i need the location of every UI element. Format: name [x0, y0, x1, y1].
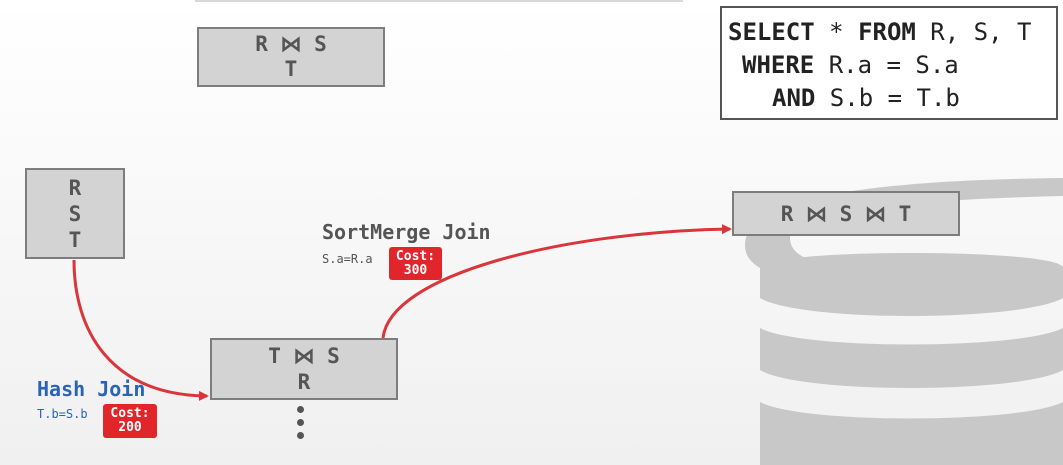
cost-value: 200	[118, 420, 142, 435]
cost-value: 300	[403, 262, 428, 278]
sortmerge-predicate: S.a=R.a	[322, 252, 373, 266]
cost-label: Cost:	[110, 406, 150, 421]
sortmerge-join-arrow	[381, 224, 732, 339]
hash-cost-badge: Cost: 200	[103, 404, 157, 438]
keyword-and: AND	[772, 84, 816, 112]
sortmerge-join-label: SortMerge Join	[322, 220, 491, 244]
sql-query-box: SELECT * FROM R, S, T WHERE R.a = S.a AN…	[720, 6, 1058, 120]
sql-line-1: SELECT * FROM R, S, T	[728, 18, 1031, 46]
node-label-line: R ⋈ S ⋈ T	[780, 201, 912, 226]
node-final-join: R ⋈ S ⋈ T	[732, 191, 960, 236]
continuation-dot	[297, 419, 304, 426]
keyword-from: FROM	[858, 18, 916, 46]
hash-join-arrow	[72, 259, 209, 401]
sql-predicate-2: S.b = T.b	[815, 84, 960, 112]
sql-line-2: WHERE R.a = S.a	[742, 51, 959, 79]
continuation-dot	[297, 432, 304, 439]
node-label-line: T ⋈ S	[268, 344, 340, 368]
node-label-line: T	[284, 57, 298, 81]
node-label-line: S	[68, 201, 82, 226]
node-label-line: R	[68, 175, 82, 200]
hash-join-label: Hash Join	[37, 377, 146, 401]
sql-tables: R, S, T	[915, 18, 1032, 46]
hash-predicate: T.b=S.b	[37, 407, 88, 421]
node-label-line: R ⋈ S	[255, 32, 327, 56]
sortmerge-cost-badge: Cost: 300	[389, 247, 442, 280]
keyword-where: WHERE	[742, 51, 815, 79]
node-r-s-t: R S T	[25, 168, 125, 259]
continuation-dot	[297, 406, 304, 413]
keyword-select: SELECT	[728, 18, 815, 46]
node-t-join-s-r: T ⋈ S R	[210, 338, 398, 400]
node-label-line: T	[68, 227, 82, 252]
top-divider	[195, 0, 683, 2]
sql-predicate-1: R.a = S.a	[814, 51, 959, 79]
sql-star: *	[814, 18, 859, 46]
node-r-join-s-t: R ⋈ S T	[197, 27, 385, 87]
cost-label: Cost:	[395, 248, 436, 264]
sql-line-3: AND S.b = T.b	[772, 84, 960, 112]
node-label-line: R	[297, 370, 311, 394]
